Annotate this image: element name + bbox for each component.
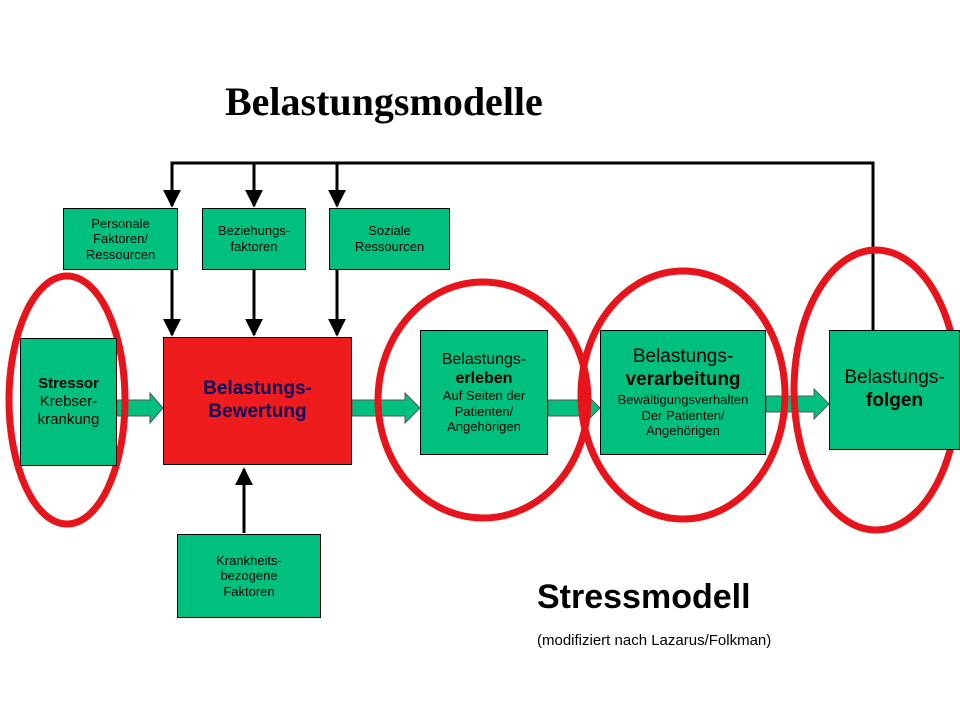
stressmodel-title: Stressmodell xyxy=(537,578,751,616)
highlight-ellipse-stressor xyxy=(5,272,129,528)
feedback-line xyxy=(163,161,875,330)
highlight-ellipse-erleben xyxy=(374,278,592,522)
node-belastungs-folgen: Belastungs- folgen xyxy=(829,330,960,450)
node-line: Beziehungs- xyxy=(217,223,291,239)
node-line: faktoren xyxy=(230,239,278,254)
node-line: Stressor xyxy=(38,375,99,392)
node-line: bezogene xyxy=(220,568,278,584)
node-personale-faktoren: Personale Faktoren/ Ressourcen xyxy=(63,208,178,270)
node-line: Soziale xyxy=(368,223,411,239)
node-line: Bewertung xyxy=(208,401,307,422)
node-line: Belastungs- xyxy=(441,350,527,368)
node-line: Krebser- xyxy=(39,393,98,410)
page-title: Belastungsmodelle xyxy=(225,79,543,124)
node-belastungs-verarbeitung: Belastungs- verarbeitung Bewältigungsver… xyxy=(600,330,766,455)
node-line: erleben xyxy=(455,370,513,388)
node-stressor: Stressor Krebser- krankung xyxy=(20,338,117,466)
node-line: folgen xyxy=(866,390,923,411)
node-belastungs-erleben: Belastungs- erleben Auf Seiten der Patie… xyxy=(420,330,548,455)
node-line: Angehörigen xyxy=(646,423,720,439)
node-soziale-ressourcen: Soziale Ressourcen xyxy=(329,208,450,270)
node-line: Belastungs- xyxy=(844,367,945,389)
stressmodel-subtitle: (modifiziert nach Lazarus/Folkman) xyxy=(537,632,772,649)
node-line: Ressourcen xyxy=(354,239,425,254)
flow-arrow-bewertung-erleben xyxy=(351,391,421,425)
node-line: Faktoren/ xyxy=(93,231,148,247)
node-line: Auf Seiten der xyxy=(442,388,526,404)
node-line: Bewältigungsverhalten xyxy=(617,391,749,407)
node-line: Faktoren xyxy=(223,583,275,599)
node-line: Krankheits- xyxy=(216,552,282,568)
node-line: Angehörigen xyxy=(447,419,521,435)
node-line: verarbeitung xyxy=(625,369,741,391)
node-line: Belastungs- xyxy=(203,378,312,400)
node-line: Ressourcen xyxy=(85,246,156,262)
node-beziehungsfaktoren: Beziehungs- faktoren xyxy=(202,208,306,270)
node-line: krankung xyxy=(37,411,100,428)
flow-arrow-erleben-verarbeitung xyxy=(547,391,601,425)
highlight-ellipse-verarbeitung xyxy=(577,267,789,523)
node-line: Der Patienten/ xyxy=(641,407,725,423)
node-belastungs-bewertung: Belastungs- Bewertung xyxy=(163,337,352,465)
node-line: Belastungs- xyxy=(632,346,734,368)
node-line: Personale xyxy=(91,215,150,231)
node-line: Patienten/ xyxy=(454,403,514,419)
node-krankheitsbezogene-faktoren: Krankheits- bezogene Faktoren xyxy=(177,534,321,618)
